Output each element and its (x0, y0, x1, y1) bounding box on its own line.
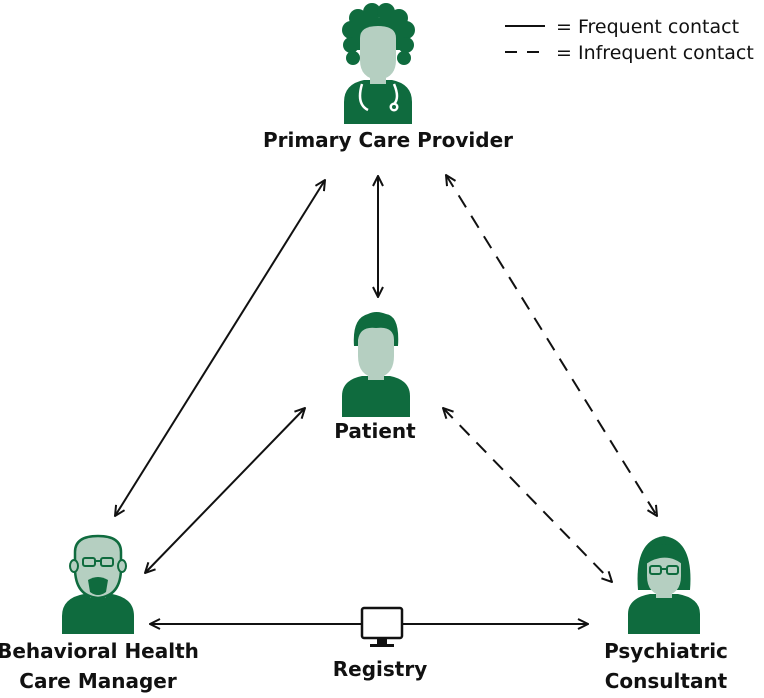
doctor-icon (342, 3, 415, 124)
registry-label: Registry (333, 657, 428, 681)
edge-patient-psych (443, 408, 612, 582)
computer-monitor-icon (360, 606, 404, 647)
care-manager-icon (62, 534, 134, 634)
edge-pcp-bhcm (115, 180, 325, 516)
patient-label: Patient (334, 419, 416, 443)
care-manager-label-line1: Behavioral Health (0, 639, 199, 663)
legend: = Frequent contact = Infrequent contact (505, 16, 754, 64)
psychiatric-consultant-label-line1: Psychiatric (604, 639, 728, 663)
patient-icon (342, 312, 410, 417)
edges (115, 175, 657, 624)
legend-frequent-label: = Frequent contact (556, 16, 739, 38)
psychiatric-consultant-label-line2: Consultant (605, 669, 728, 693)
edge-pcp-psych (446, 175, 657, 516)
psychiatric-consultant-icon (628, 536, 700, 634)
edge-patient-bhcm (145, 408, 305, 573)
legend-infrequent-label: = Infrequent contact (556, 42, 754, 64)
pcp-label: Primary Care Provider (263, 128, 513, 152)
care-manager-label-line2: Care Manager (19, 669, 177, 693)
